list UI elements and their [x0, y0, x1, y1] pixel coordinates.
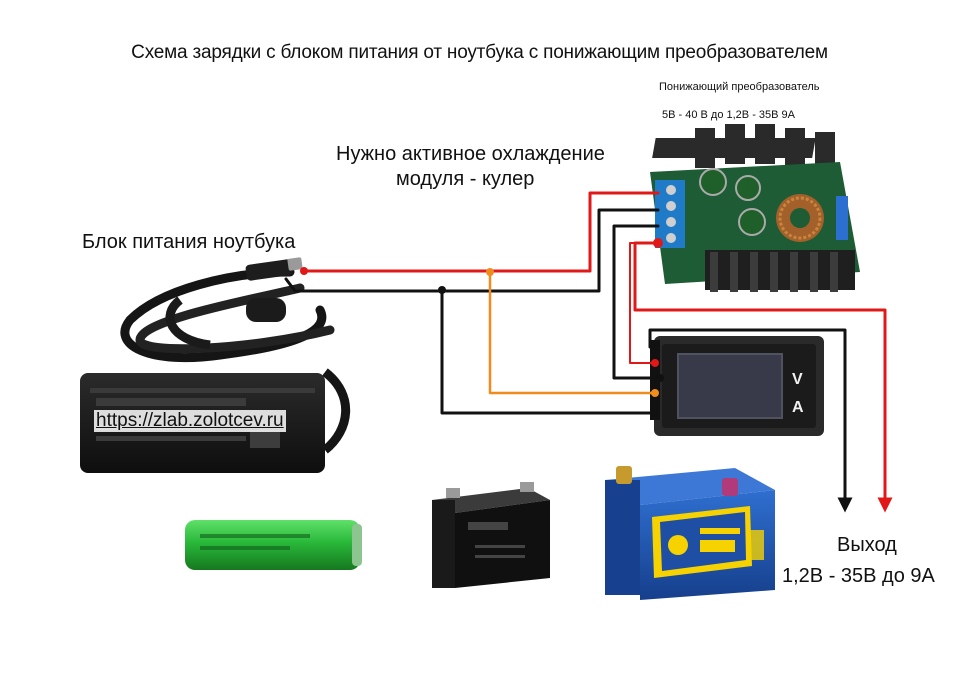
- agm-battery-icon: [432, 482, 550, 588]
- wire-junctions: [300, 238, 664, 416]
- psu-label: Блок питания ноутбука: [82, 231, 296, 253]
- volt-symbol: V: [792, 371, 803, 388]
- wire-out-negative-meter: [612, 224, 662, 380]
- car-battery-icon: [605, 466, 775, 600]
- wire-psu-negative: [284, 208, 660, 293]
- volt-amp-meter-icon: V A: [650, 336, 824, 436]
- wire-psu-positive: [302, 191, 660, 273]
- converter-name: Понижающий преобразователь: [659, 81, 820, 93]
- buck-converter-icon: [650, 124, 860, 292]
- amp-symbol: A: [792, 399, 804, 416]
- cooling-note-line2: модуля - кулер: [396, 168, 535, 190]
- wire-output-positive: [633, 241, 893, 513]
- wire-ground-meter: [440, 287, 657, 415]
- converter-spec: 5В - 40 В до 1,2В - 35В 9А: [662, 109, 795, 121]
- wires: [284, 191, 893, 513]
- laptop-power-adapter-icon: [80, 257, 351, 473]
- diagram-title: Схема зарядки с блоком питания от ноутбу…: [131, 42, 828, 63]
- output-label: Выход: [837, 534, 897, 556]
- output-range: 1,2В - 35В до 9А: [782, 565, 935, 587]
- wire-meter-supply: [488, 270, 657, 395]
- li-ion-cell-icon: [185, 520, 362, 570]
- website-url: https://zlab.zolotcev.ru: [94, 410, 286, 432]
- cooling-note-line1: Нужно активное охлаждение: [336, 143, 605, 165]
- wire-output-negative: [648, 328, 853, 513]
